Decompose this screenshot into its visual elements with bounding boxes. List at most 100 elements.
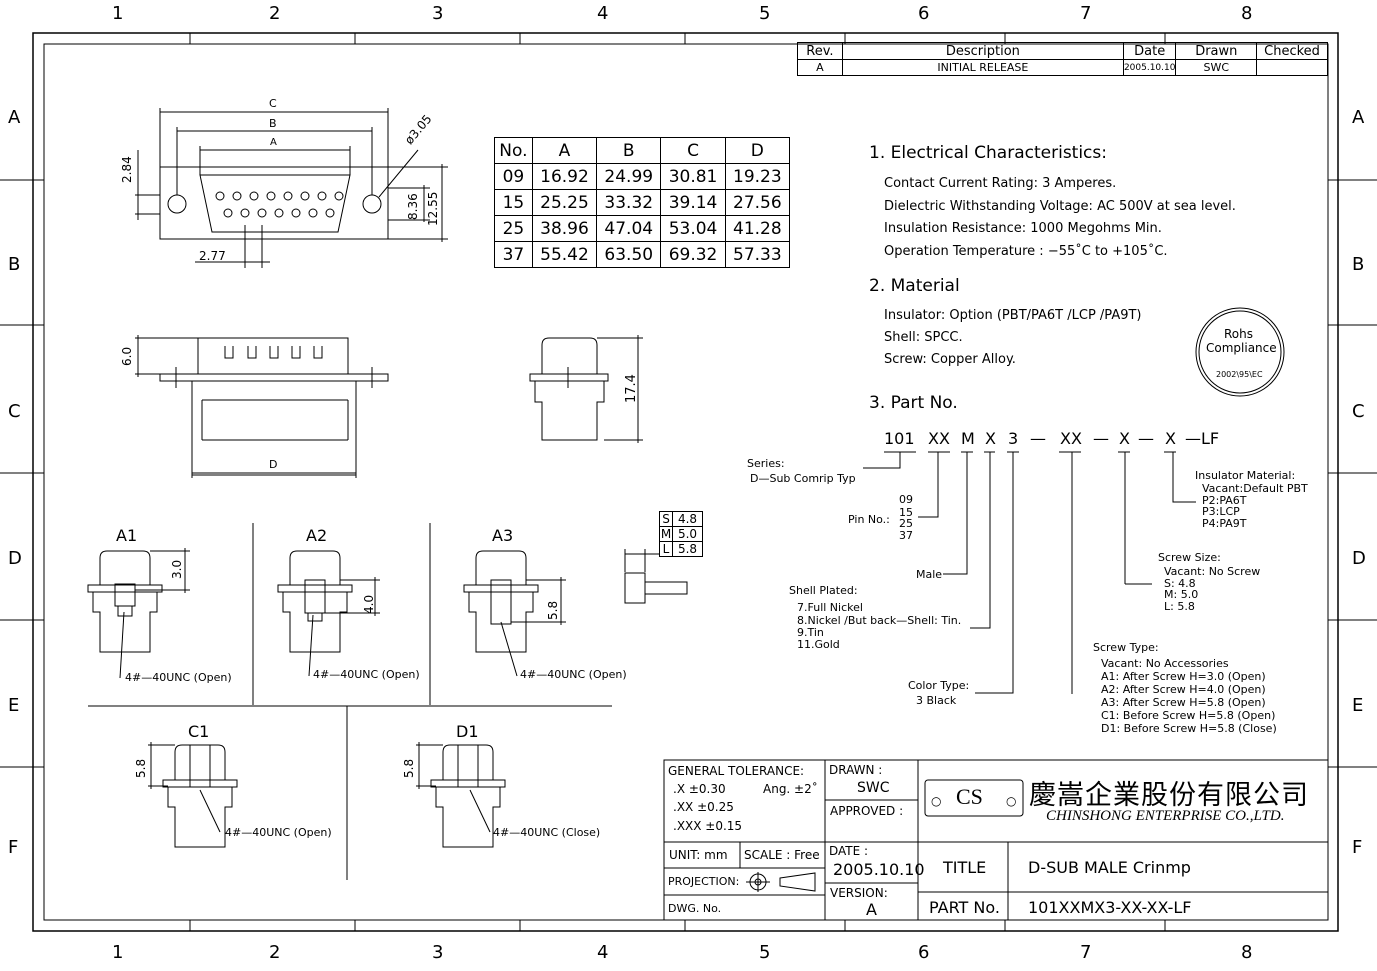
part-code-screwtype: XX	[1060, 429, 1082, 448]
callout-shell-line: 9.Tin	[797, 626, 824, 639]
zone-row-a-left: A	[8, 107, 21, 128]
revision-table: Rev. Description Date Drawn Checked A IN…	[797, 42, 1328, 76]
part-code-color: 3	[1008, 429, 1019, 448]
dim-cell: 47.04	[596, 215, 662, 242]
dim-277-label: 2.77	[199, 249, 226, 263]
dim-174-label: 17.4	[624, 374, 639, 403]
dim-cell: 30.81	[660, 163, 726, 190]
screw-length: 4.8	[672, 511, 703, 527]
part-code-series: 101	[884, 429, 915, 448]
part-no-value: 101XXMX3-XX-XX-LF	[1028, 898, 1192, 917]
rohs-line2: Compliance	[1206, 341, 1277, 355]
zone-row-b-right: B	[1352, 254, 1365, 275]
spec-electrical-title: 1. Electrical Characteristics:	[869, 143, 1107, 163]
screw-geometry	[624, 549, 688, 604]
callout-screwsize-line: S: 4.8	[1164, 577, 1196, 590]
callout-screwtype-line: A1: After Screw H=3.0 (Open)	[1101, 670, 1266, 683]
callout-pin-value: 37	[899, 529, 913, 542]
variant-c1-title: C1	[188, 722, 210, 741]
callout-pin-value: 09	[899, 493, 913, 506]
dim-836-label: 8.36	[406, 193, 420, 220]
callout-screwtype-line: D1: Before Screw H=5.8 (Close)	[1101, 722, 1277, 735]
logo-right-circle-icon: ○	[1006, 794, 1017, 808]
callout-pin-value: 15	[899, 506, 913, 519]
zone-ticks	[0, 33, 1377, 931]
zone-col-6-bottom: 6	[918, 942, 930, 963]
screw-code: S	[659, 511, 673, 527]
zone-col-2-top: 2	[269, 3, 281, 24]
variant-a2-title: A2	[306, 526, 328, 545]
dim-cell: 09	[494, 163, 533, 190]
zone-col-2-bottom: 2	[269, 942, 281, 963]
zone-col-5-top: 5	[759, 3, 771, 24]
version-label: VERSION:	[830, 886, 888, 900]
callout-shell-line: 11.Gold	[797, 638, 840, 651]
part-code-sep: —	[1093, 429, 1109, 448]
dim-284-label: 2.84	[120, 156, 134, 183]
title-label: TITLE	[943, 858, 987, 877]
tolerance-xx: .XX ±0.25	[673, 800, 734, 814]
zone-col-7-bottom: 7	[1080, 942, 1092, 963]
spec-electrical-line: Operation Temperature : −55˚C to +105˚C.	[884, 244, 1168, 259]
date-value: 2005.10.10	[833, 860, 925, 879]
callout-screwtype-title: Screw Type:	[1093, 641, 1159, 654]
end-view-geometry	[529, 335, 643, 443]
variant-a-geometry	[87, 548, 566, 679]
zone-col-6-top: 6	[918, 3, 930, 24]
zone-col-5-bottom: 5	[759, 942, 771, 963]
variant-c1-thread: 4#—40UNC (Open)	[225, 826, 332, 839]
zone-row-a-right: A	[1352, 107, 1365, 128]
unit-label: UNIT: mm	[669, 848, 728, 862]
spec-electrical-line: Contact Current Rating: 3 Amperes.	[884, 176, 1117, 191]
rohs-line1: Rohs	[1224, 327, 1253, 341]
drawn-value: SWC	[1175, 59, 1258, 76]
checked-header: Checked	[1256, 42, 1328, 60]
callout-pin-label: Pin No.:	[848, 513, 890, 526]
zone-col-3-bottom: 3	[432, 942, 444, 963]
zone-col-4-bottom: 4	[597, 942, 609, 963]
spec-material-title: 2. Material	[869, 276, 960, 296]
projection-label: PROJECTION:	[668, 875, 740, 888]
logo-left-circle-icon: ○	[931, 794, 942, 808]
dim-cell: 63.50	[596, 241, 662, 268]
part-code-screwsize: X	[1119, 429, 1130, 448]
variant-a3-thread: 4#—40UNC (Open)	[520, 668, 627, 681]
variant-dividers	[88, 523, 612, 880]
variant-a1-thread: 4#—40UNC (Open)	[125, 671, 232, 684]
description-value: INITIAL RELEASE	[841, 59, 1124, 76]
part-code-lf: —LF	[1185, 429, 1220, 448]
zone-row-d-right: D	[1352, 548, 1366, 569]
title-value: D-SUB MALE Crinmp	[1028, 858, 1191, 877]
tolerance-angle: Ang. ±2˚	[763, 782, 818, 796]
part-code-sep: —	[1138, 429, 1154, 448]
part-code-gender: M	[961, 429, 975, 448]
date-header: Date	[1122, 42, 1177, 60]
zone-row-e-right: E	[1352, 695, 1364, 716]
rohs-circle	[1195, 307, 1285, 397]
dim-cell: 69.32	[660, 241, 726, 268]
callout-screwsize-line: L: 5.8	[1164, 600, 1195, 613]
dim-row-25: 25 38.96 47.04 53.04 41.28	[494, 215, 791, 242]
dim-b-label: B	[269, 117, 277, 130]
dim-cell: 55.42	[531, 241, 598, 268]
variant-d1-thread: 4#—40UNC (Close)	[493, 826, 601, 839]
callout-screwtype-line: A2: After Screw H=4.0 (Open)	[1101, 683, 1266, 696]
screw-length: 5.0	[672, 526, 703, 542]
company-name-english: CHINSHONG ENTERPRISE CO.,LTD.	[1046, 808, 1285, 824]
rohs-line3: 2002\95\EC	[1216, 370, 1263, 379]
callout-color-value: 3 Black	[916, 694, 957, 707]
scale-label: SCALE : Free	[744, 848, 820, 862]
variant-a3-dim: 5.8	[546, 600, 560, 620]
screw-length: 5.8	[672, 541, 703, 557]
callout-screwsize-line: Vacant: No Screw	[1164, 565, 1261, 578]
dim-row-09: 09 16.92 24.99 30.81 19.23	[494, 163, 791, 190]
callout-pin-value: 25	[899, 517, 913, 530]
checked-value	[1256, 59, 1328, 76]
zone-col-1-top: 1	[112, 3, 124, 24]
callout-screwsize-title: Screw Size:	[1158, 551, 1221, 564]
description-header: Description	[841, 42, 1124, 60]
callout-shell-line: 7.Full Nickel	[797, 601, 863, 614]
variant-d1-title: D1	[456, 722, 479, 741]
variant-a2-dim: 4.0	[362, 594, 376, 614]
zone-row-e-left: E	[8, 695, 20, 716]
